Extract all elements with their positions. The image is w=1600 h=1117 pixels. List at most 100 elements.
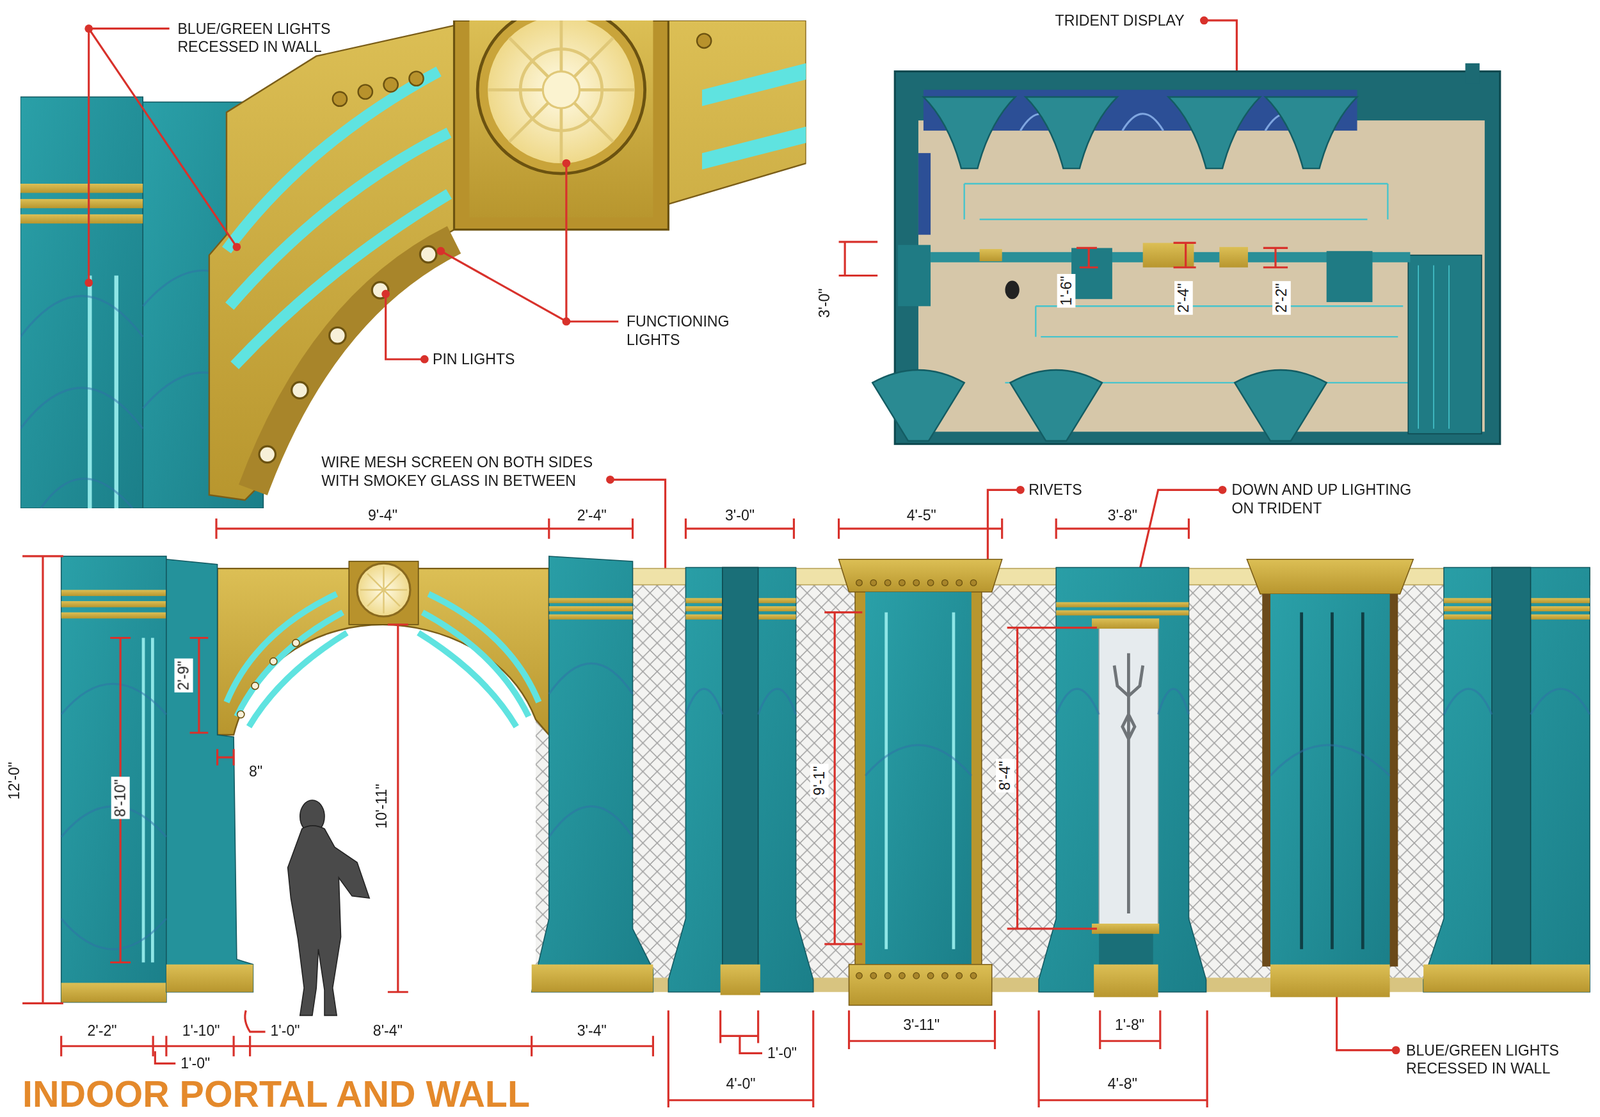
wall-elevation-part	[549, 606, 633, 612]
wall-elevation-part-part	[270, 657, 278, 665]
wall-elevation-part-part	[927, 972, 934, 979]
arch-detail-part	[702, 126, 807, 170]
dimension-label: 10'-11"	[372, 784, 392, 829]
dimension-lines-part	[668, 1009, 813, 1107]
wall-elevation-part-part	[856, 579, 863, 587]
leader-dots-part	[420, 355, 429, 364]
arch-detail-part	[702, 63, 807, 107]
dimension-lines-part	[824, 612, 863, 944]
plan-view-part	[979, 248, 1003, 262]
plan-view-part	[1418, 265, 1449, 429]
plan-view-part	[872, 96, 1357, 441]
arch-detail-part	[20, 214, 143, 224]
plan-view-part-part	[1234, 369, 1327, 441]
wall-elevation-part	[61, 590, 167, 597]
plan-dimensions-part	[839, 241, 879, 276]
wall-elevation-part-part	[251, 682, 259, 690]
callout-label: WIRE MESH SCREEN ON BOTH SIDES WITH SMOK…	[321, 453, 628, 491]
dimension-label: 3'-11"	[903, 1015, 940, 1034]
dimension-label: 3'-4"	[577, 1021, 607, 1040]
wall-elevation-part-part	[422, 612, 529, 717]
plan-view-part	[1071, 247, 1113, 299]
wall-elevation-part	[1246, 559, 1414, 594]
dimension-label: 2'-2"	[1272, 280, 1291, 315]
plan-view-part	[1326, 250, 1373, 303]
wall-elevation-part	[855, 592, 982, 965]
plan-view-part	[964, 183, 1409, 383]
wall-elevation-part-part	[942, 579, 949, 587]
arch-detail-part	[252, 240, 454, 491]
wall-elevation-part	[142, 637, 146, 962]
arch-detail-part	[87, 275, 92, 509]
callout-label: RIVETS	[1028, 480, 1083, 500]
plan-view-part	[897, 245, 931, 307]
callout-label: PIN LIGHTS	[432, 350, 515, 369]
dimension-label: 9'-1"	[810, 763, 829, 797]
dimension-lines-part	[387, 624, 409, 992]
wall-elevation-part-part	[970, 579, 977, 587]
dimension-label: 1'-0"	[270, 1021, 301, 1040]
arch-detail-part	[234, 193, 450, 366]
callout-label: BLUE/GREEN LIGHTS RECESSED IN WALL	[1406, 1040, 1585, 1078]
wall-elevation-part	[849, 964, 992, 1006]
wall-elevation-part-part	[292, 639, 300, 647]
arch-detail-part	[487, 20, 635, 164]
arch-detail-part-part	[383, 77, 398, 92]
plan-view-part	[1465, 63, 1480, 84]
wall-elevation-part	[1093, 964, 1158, 998]
leader-dots-part	[1218, 485, 1227, 495]
wall-elevation-part	[668, 567, 813, 992]
dimension-label: 8"	[248, 762, 263, 781]
dimension-label: 8'-4"	[373, 1021, 403, 1040]
arch-detail-part-part	[259, 446, 276, 463]
leader-dots-part	[84, 278, 93, 287]
dimension-lines-part	[1038, 1009, 1208, 1107]
wall-elevation-part	[722, 567, 759, 966]
wall-elevation-part	[531, 964, 654, 992]
plan-view	[872, 63, 1501, 445]
arch-detail-part	[20, 183, 143, 193]
plan-view-part-part	[1009, 369, 1102, 441]
dimension-lines-part	[1100, 1009, 1161, 1049]
dimension-lines-part	[849, 1009, 996, 1049]
dimension-label: 3'-8"	[1107, 506, 1138, 525]
dimension-lines-part	[22, 556, 64, 1003]
dimension-label: 4'-5"	[906, 506, 937, 525]
dimension-lines-part	[154, 1050, 176, 1064]
wall-elevation-part-part	[899, 579, 906, 587]
wall-elevation-part	[166, 559, 254, 992]
wall-elevation-part	[1361, 612, 1365, 950]
arch-detail-part	[20, 20, 807, 509]
wall-elevation-part	[348, 561, 418, 625]
plan-view-part	[918, 152, 931, 235]
wall-elevation-part	[1091, 923, 1160, 934]
wall-elevation-part	[1299, 612, 1304, 950]
dimension-lines-part	[216, 518, 633, 539]
wall-elevation-part	[1114, 652, 1144, 914]
wall-elevation-part	[61, 612, 167, 619]
arch-detail-part	[477, 20, 645, 174]
dimension-label: 9'-4"	[368, 506, 398, 525]
wall-elevation-part	[61, 982, 167, 1002]
plan-view-part-part	[1168, 96, 1261, 169]
wall-elevation-part	[856, 579, 977, 979]
arch-detail-part-part	[408, 71, 424, 86]
wall-elevation-part	[151, 637, 155, 962]
arch-detail-part-part	[358, 84, 373, 99]
wall-elevation-part	[720, 964, 761, 996]
leader-dots-part	[232, 242, 242, 251]
wall-elevation-part-part	[856, 972, 863, 979]
wall-elevation-part-part	[248, 632, 347, 728]
dimension-label: 3'-0"	[725, 506, 755, 525]
wall-elevation-part	[1270, 593, 1391, 967]
dimension-label: 2'-4"	[1174, 280, 1193, 315]
leader-dots-part	[436, 247, 445, 256]
wall-elevation-part	[952, 612, 956, 950]
wall-elevation-part	[1491, 567, 1531, 966]
callout-label: BLUE/GREEN LIGHTS RECESSED IN WALL	[177, 19, 356, 57]
plan-dimensions-part	[1076, 247, 1098, 267]
leader-dots-part	[84, 24, 93, 33]
wall-elevation-part-part	[884, 972, 891, 979]
plan-view-part-part	[923, 96, 1016, 169]
wall-elevation-part	[839, 559, 1003, 592]
